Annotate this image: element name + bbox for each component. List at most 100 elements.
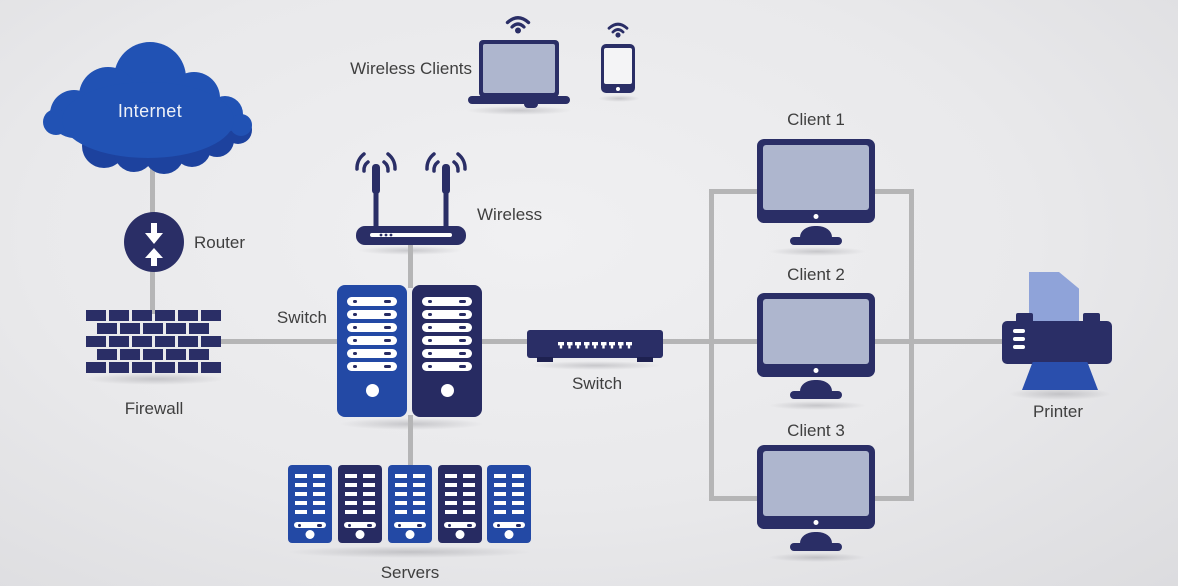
monitor-stand	[800, 380, 832, 393]
ethernet-port-icon	[626, 341, 632, 349]
printer-indicator	[1013, 337, 1025, 341]
smartphone-screen	[604, 48, 632, 84]
server-slot	[444, 522, 476, 528]
firewall-brick-row	[97, 322, 210, 334]
firewall-brick-row	[86, 310, 221, 321]
printer-tray	[1022, 362, 1098, 390]
power-button	[504, 530, 514, 539]
drop-shadow	[1008, 388, 1112, 400]
drive-bay-slot	[347, 323, 397, 332]
ethernet-port-icon	[600, 341, 607, 349]
firewall-brick-row	[86, 335, 221, 347]
power-button	[405, 530, 415, 539]
drive-bay-slot	[347, 297, 397, 306]
monitor-stand-base	[790, 237, 842, 245]
connector-core-switch-access-switch	[478, 339, 530, 344]
monitor-stand-base	[790, 543, 842, 551]
wireless-clients-label: Wireless Clients	[350, 59, 472, 78]
drop-shadow	[768, 553, 866, 562]
server-slot	[394, 522, 426, 528]
power-button	[305, 530, 315, 539]
drive-bay-slot	[347, 349, 397, 358]
connector-router-firewall	[150, 270, 155, 314]
monitor-stand-base	[790, 391, 842, 399]
drop-shadow	[768, 401, 866, 410]
monitor-screen	[763, 145, 869, 210]
drive-bay-slot	[422, 323, 472, 332]
drive-bay-slot	[422, 362, 472, 371]
drive-bays	[337, 285, 407, 371]
servers-label: Servers	[380, 563, 440, 582]
firewall-brick-row	[86, 361, 221, 373]
up-down-arrows-icon	[145, 223, 163, 266]
drop-shadow	[286, 546, 534, 558]
power-button	[455, 530, 465, 539]
drop-shadow	[768, 247, 866, 256]
laptop-base	[468, 96, 570, 104]
laptop-base-nub	[524, 103, 538, 108]
printer-icon	[1002, 321, 1112, 364]
wireless-access-point-icon	[355, 152, 467, 245]
connector-wireless-core-switch	[408, 240, 413, 288]
power-button	[365, 384, 379, 397]
router-label: Router	[194, 233, 246, 252]
core-switch-label: Switch	[276, 308, 327, 327]
connector-internet-router	[150, 158, 155, 216]
printer-indicator	[1013, 345, 1025, 349]
drive-bay-slot	[422, 336, 472, 345]
desktop-monitor-icon	[757, 139, 875, 223]
server-icon	[487, 465, 531, 543]
monitor-screen	[763, 451, 869, 516]
client-1-label: Client 1	[787, 110, 845, 129]
connector-core-switch-servers	[408, 415, 413, 467]
ethernet-port-icon	[566, 341, 573, 349]
laptop-icon	[479, 40, 559, 97]
monitor-stand	[800, 226, 832, 239]
internet-label: Internet	[117, 101, 183, 121]
monitor-screen	[763, 299, 869, 364]
server-slot	[294, 522, 326, 528]
drive-bay-slot	[422, 310, 472, 319]
drop-shadow	[466, 106, 572, 115]
connector-firewall-core-switch	[220, 339, 340, 344]
drive-bay-slot	[422, 297, 472, 306]
core-switch-tower-icon	[412, 285, 482, 417]
access-switch-label: Switch	[571, 374, 623, 393]
server-icon	[438, 465, 482, 543]
ethernet-port-icon	[609, 341, 615, 349]
drop-shadow	[598, 95, 640, 102]
power-button	[355, 530, 365, 539]
desktop-monitor-icon	[757, 445, 875, 529]
drop-shadow	[84, 373, 226, 385]
firewall-brick-wall-icon	[86, 310, 221, 375]
power-button	[440, 384, 454, 397]
printer-paper	[1029, 272, 1079, 324]
ethernet-port-icon	[558, 341, 564, 349]
access-switch-icon	[527, 330, 663, 358]
client-3-label: Client 3	[787, 421, 845, 440]
internet-cloud-icon	[43, 42, 252, 174]
ethernet-port-icon	[583, 341, 590, 349]
monitor-stand	[800, 532, 832, 545]
server-icon	[338, 465, 382, 543]
drive-bay-slot	[347, 310, 397, 319]
firewall-label: Firewall	[124, 399, 184, 418]
ethernet-port-icon	[617, 341, 624, 349]
firewall-brick-row	[97, 348, 210, 360]
drive-bay-slot	[347, 336, 397, 345]
client-2-label: Client 2	[787, 265, 845, 284]
desktop-monitor-icon	[757, 293, 875, 377]
wireless-label: Wireless	[477, 205, 543, 224]
wifi-icon	[607, 22, 629, 38]
core-switch-tower-icon	[337, 285, 407, 417]
drive-bays	[412, 285, 482, 371]
printer-indicator	[1013, 329, 1025, 333]
server-slot	[493, 522, 525, 528]
server-slot	[344, 522, 376, 528]
ethernet-port-icon	[592, 341, 598, 349]
smartphone-icon	[601, 44, 635, 93]
server-icon	[288, 465, 332, 543]
printer-label: Printer	[1032, 402, 1084, 421]
laptop-screen	[483, 44, 555, 93]
